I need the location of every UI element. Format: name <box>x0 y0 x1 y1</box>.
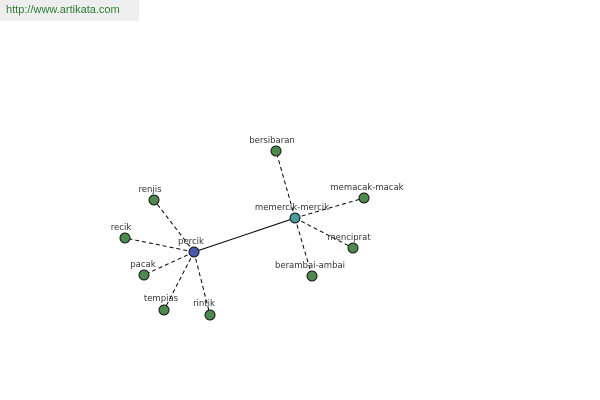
node-pacak[interactable]: pacak <box>130 260 156 281</box>
node-circle-memercik-mercik[interactable] <box>289 212 301 224</box>
node-circle-berambai-ambai[interactable] <box>306 270 318 282</box>
node-label-memacak-macak: memacak-macak <box>330 183 403 193</box>
node-renjis[interactable]: renjis <box>138 185 162 206</box>
node-circle-renjis[interactable] <box>148 194 160 206</box>
node-circle-bersibaran[interactable] <box>270 145 282 157</box>
node-label-recik: recik <box>111 223 132 233</box>
node-tempias[interactable]: tempias <box>144 294 179 316</box>
node-label-bersibaran: bersibaran <box>249 136 295 146</box>
node-circle-rintik[interactable] <box>204 309 216 321</box>
node-label-tempias: tempias <box>144 294 179 304</box>
node-circle-pacak[interactable] <box>138 269 150 281</box>
node-menciprat[interactable]: menciprat <box>327 233 371 254</box>
edge-percik-to-memercik-mercik <box>193 217 296 253</box>
edge-percik-to-renjis <box>153 199 195 253</box>
edge-memercik-mercik-to-bersibaran <box>275 150 296 219</box>
node-circle-tempias[interactable] <box>158 304 170 316</box>
edge-memercik-mercik-to-menciprat <box>294 217 354 249</box>
edge-memercik-mercik-to-berambai-ambai <box>294 217 313 277</box>
edge-percik-to-pacak <box>143 251 195 276</box>
node-label-percik: percik <box>178 237 204 247</box>
node-bersibaran[interactable]: bersibaran <box>249 136 295 157</box>
node-label-berambai-ambai: berambai-ambai <box>275 261 345 271</box>
node-memacak-macak[interactable]: memacak-macak <box>330 183 404 204</box>
node-recik[interactable]: recik <box>111 223 132 244</box>
node-circle-percik[interactable] <box>188 246 200 258</box>
node-label-pacak: pacak <box>130 260 155 270</box>
edge-percik-to-tempias <box>163 251 195 311</box>
node-label-memercik-mercik: memercik-mercik <box>255 203 329 213</box>
node-label-rintik: rintik <box>193 299 215 309</box>
node-label-renjis: renjis <box>138 185 162 195</box>
node-circle-recik[interactable] <box>119 232 131 244</box>
edge-percik-to-rintik <box>193 251 211 316</box>
edge-percik-to-recik <box>124 237 195 253</box>
node-berambai-ambai[interactable]: berambai-ambai <box>275 261 345 282</box>
node-memercik-mercik[interactable]: memercik-mercik <box>255 203 329 224</box>
nodes-layer: percik memercik-mercik renjis recik pacak tem… <box>111 136 404 321</box>
edge-memercik-mercik-to-memacak-macak <box>294 197 365 219</box>
node-rintik[interactable]: rintik <box>193 299 216 321</box>
node-circle-menciprat[interactable] <box>347 242 359 254</box>
node-label-menciprat: menciprat <box>327 233 371 243</box>
node-percik[interactable]: percik <box>178 237 204 258</box>
source-url-link[interactable]: http://www.artikata.com <box>0 0 139 21</box>
edges-layer <box>124 150 365 316</box>
node-circle-memacak-macak[interactable] <box>358 192 370 204</box>
